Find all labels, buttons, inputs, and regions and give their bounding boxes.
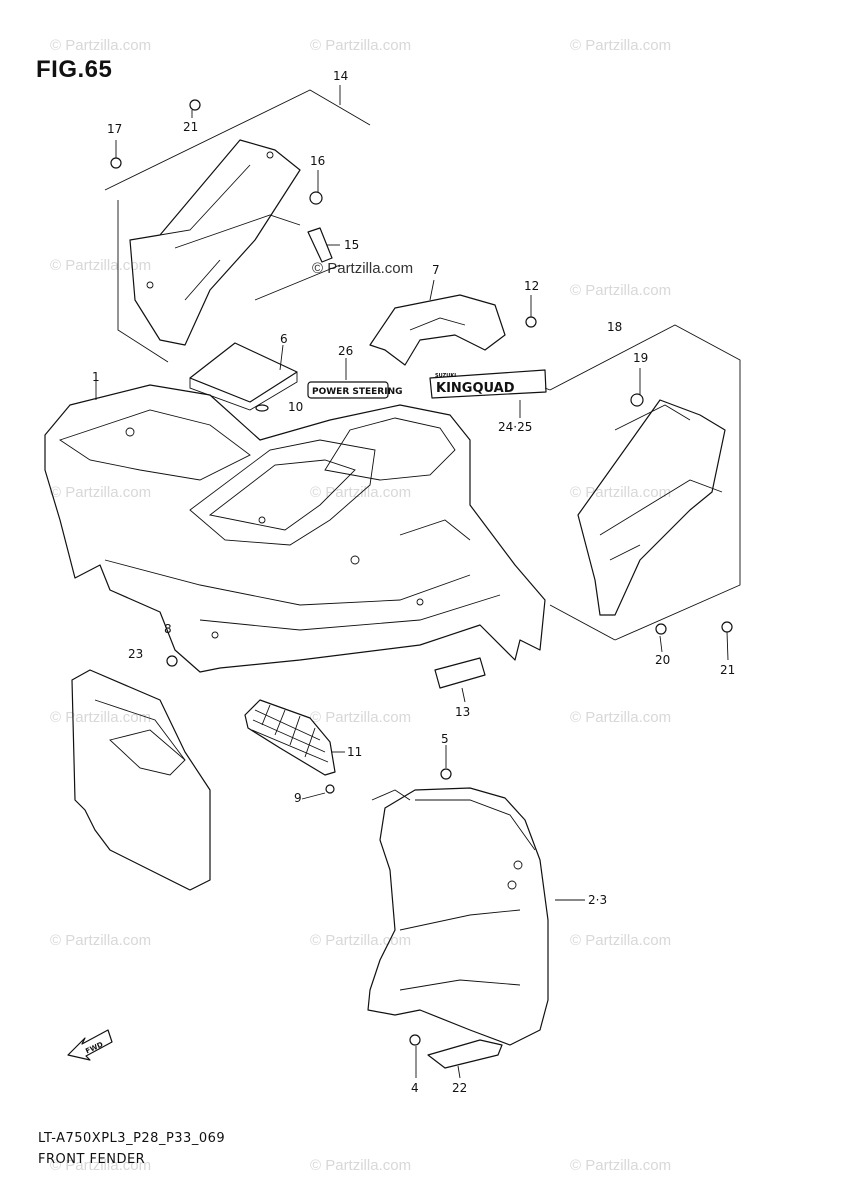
- section-name: FRONT FENDER: [38, 1152, 146, 1167]
- bolt-21-right: [721, 621, 733, 633]
- part-2-3-mud-guard: [367, 787, 549, 1046]
- forward-arrow-label: FWD: [84, 1040, 104, 1055]
- watermark: © Partzilla.com: [50, 932, 151, 949]
- callout-11: 11: [347, 745, 362, 759]
- part-22-strip: [427, 1039, 503, 1069]
- watermark: © Partzilla.com: [570, 37, 671, 54]
- decal-kingquad: SUZUKI KINGQUAD: [429, 369, 547, 399]
- part-7-top-cover: [369, 294, 506, 366]
- bracket-15: [307, 227, 333, 263]
- callout-26: 26: [338, 344, 353, 358]
- watermark: © Partzilla.com: [570, 282, 671, 299]
- callout-2-3: 2·3: [588, 893, 607, 907]
- watermark: © Partzilla.com: [570, 484, 671, 501]
- callout-12: 12: [524, 279, 539, 293]
- part-1-front-fender: [44, 384, 546, 673]
- callout-19: 19: [633, 351, 648, 365]
- callout-1: 1: [92, 370, 100, 384]
- watermark: © Partzilla.com: [50, 709, 151, 726]
- watermark: © Partzilla.com: [50, 37, 151, 54]
- callout-5: 5: [441, 732, 449, 746]
- bolt-17: [110, 157, 122, 169]
- watermark: © Partzilla.com: [50, 484, 151, 501]
- watermark-grid: © Partzilla.com © Partzilla.com © Partzi…: [50, 37, 671, 1174]
- model-code: LT-A750XPL3_P28_P33_069: [38, 1131, 226, 1146]
- part-11-grille: [244, 699, 336, 776]
- callout-4: 4: [411, 1081, 419, 1095]
- callout-6: 6: [280, 332, 288, 346]
- nut-19: [630, 393, 644, 407]
- watermark: © Partzilla.com: [570, 709, 671, 726]
- kingquad-decal-text: KINGQUAD: [436, 381, 515, 396]
- power-steering-decal-text: POWER STEERING: [312, 387, 403, 397]
- watermark: © Partzilla.com: [310, 37, 411, 54]
- bolt-4: [409, 1034, 421, 1046]
- watermark: © Partzilla.com: [310, 1157, 411, 1174]
- callout-22: 22: [452, 1081, 467, 1095]
- watermark: © Partzilla.com: [310, 709, 411, 726]
- leader-lines: [95, 85, 729, 1079]
- callout-14: 14: [333, 69, 348, 83]
- callout-21: 21: [183, 120, 198, 134]
- watermark-overlay: © Partzilla.com: [312, 260, 413, 277]
- forward-arrow-icon: FWD: [67, 1029, 113, 1061]
- part-13-strip: [434, 657, 486, 689]
- callout-9: 9: [294, 791, 302, 805]
- callout-16: 16: [310, 154, 325, 168]
- watermark: © Partzilla.com: [570, 1157, 671, 1174]
- screw-9: [325, 784, 335, 794]
- bolt-21-top: [189, 99, 201, 111]
- callout-17: 17: [107, 122, 122, 136]
- part-23-mud-flap: [71, 669, 211, 891]
- bolt-12: [525, 316, 537, 328]
- part-14-left-inner-guard: [104, 89, 371, 363]
- bolt-8: [166, 655, 178, 667]
- part-6-pad: [189, 342, 298, 411]
- kingquad-decal-small-text: SUZUKI: [435, 373, 456, 379]
- watermark: © Partzilla.com: [310, 484, 411, 501]
- part-18-right-inner-guard: [549, 324, 741, 641]
- callout-labels: 14 21 17 16 15 7 12 18 6 26 19 1 10 24·2…: [92, 69, 735, 1095]
- callout-7: 7: [432, 263, 440, 277]
- callout-15: 15: [344, 238, 359, 252]
- callout-24-25: 24·25: [498, 420, 532, 434]
- callout-8: 8: [164, 622, 172, 636]
- watermark: © Partzilla.com: [50, 257, 151, 274]
- grommet-10: [255, 404, 269, 412]
- watermark: © Partzilla.com: [310, 932, 411, 949]
- callout-10: 10: [288, 400, 303, 414]
- bolt-20: [655, 623, 667, 635]
- callout-23: 23: [128, 647, 143, 661]
- fasteners: [110, 99, 733, 1046]
- watermark: © Partzilla.com: [570, 932, 671, 949]
- callout-18: 18: [607, 320, 622, 334]
- decal-power-steering: POWER STEERING: [307, 381, 403, 399]
- callout-13: 13: [455, 705, 470, 719]
- figure-title: FIG.65: [36, 56, 113, 83]
- watermark: © Partzilla.com: [50, 1157, 151, 1174]
- callout-20: 20: [655, 653, 670, 667]
- callout-21-right: 21: [720, 663, 735, 677]
- bolt-5: [440, 768, 452, 780]
- nut-16: [309, 191, 323, 205]
